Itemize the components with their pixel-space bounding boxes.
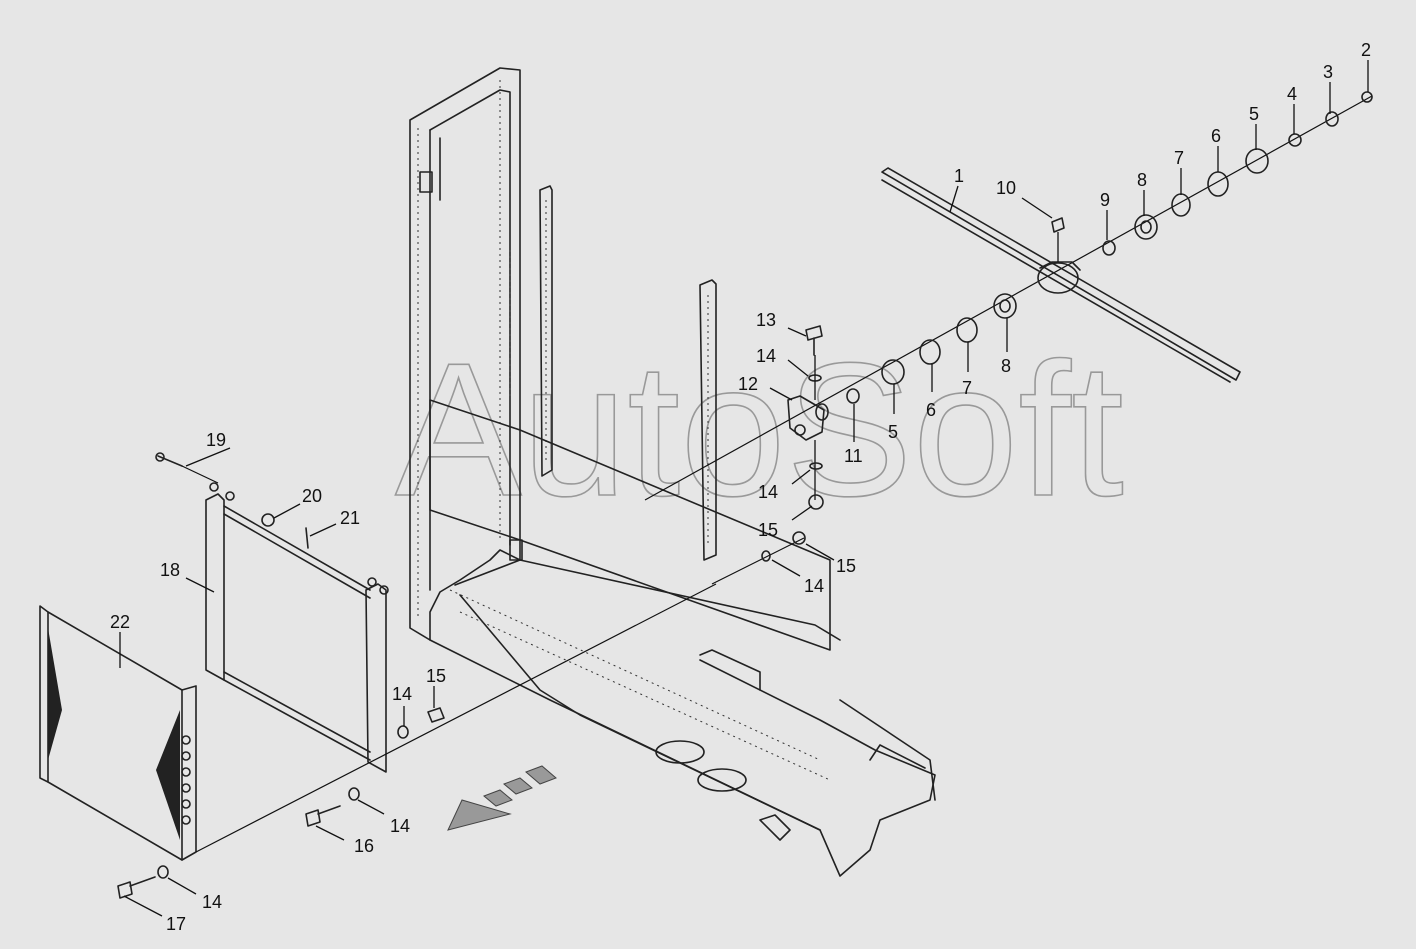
frame-part-18 xyxy=(205,482,389,773)
callout-label: 14 xyxy=(202,892,222,912)
callout-label: 9 xyxy=(1100,190,1110,210)
callout-label: 11 xyxy=(844,446,863,466)
callout-label: 4 xyxy=(1287,84,1297,104)
bolt-part-13 xyxy=(805,325,823,400)
inner-posts xyxy=(539,185,717,561)
callout-label: 7 xyxy=(1174,148,1184,168)
callout-label: 17 xyxy=(166,914,186,934)
callout-label: 6 xyxy=(1211,126,1221,146)
frame-column xyxy=(409,67,523,641)
pin-part-21 xyxy=(305,527,309,549)
callout-label: 3 xyxy=(1323,62,1333,82)
radiator-fin-shading-right xyxy=(156,710,180,840)
shaft-part-1 xyxy=(881,167,1241,383)
radiator-mount-line xyxy=(195,583,717,853)
callout-label: 15 xyxy=(836,556,856,576)
washer-part-20 xyxy=(261,513,275,527)
callout-label: 14 xyxy=(756,346,776,366)
bracket-part-12 xyxy=(787,395,829,441)
callout-label: 5 xyxy=(888,422,898,442)
callout-label: 21 xyxy=(340,508,360,528)
callout-label: 16 xyxy=(354,836,374,856)
callout-label: 14 xyxy=(758,482,778,502)
grease-fitting-part-10 xyxy=(1051,217,1065,262)
pin-part-19 xyxy=(155,452,219,484)
callout-label: 13 xyxy=(756,310,776,330)
callout-label: 1 xyxy=(954,166,964,186)
callout-label: 6 xyxy=(926,400,936,420)
callout-label: 14 xyxy=(804,576,824,596)
radiator-fin-shading-left xyxy=(48,628,62,760)
radiator-part-22 xyxy=(39,605,197,861)
callout-label: 15 xyxy=(426,666,446,686)
callout-label: 19 xyxy=(206,430,226,450)
callout-label: 5 xyxy=(1249,104,1259,124)
watermark-text: AutoSoft xyxy=(395,324,1124,536)
callout-labels: 1 2 3 4 5 6 7 8 9 10 8 7 6 5 11 12 13 14… xyxy=(110,40,1371,934)
callout-label: 14 xyxy=(392,684,412,704)
callout-label: 15 xyxy=(758,520,778,540)
direction-arrow-icon xyxy=(447,765,557,831)
callout-label: 2 xyxy=(1361,40,1371,60)
callout-label: 10 xyxy=(996,178,1016,198)
callout-label: 8 xyxy=(1001,356,1011,376)
frame-base xyxy=(429,399,936,877)
leader-lines xyxy=(119,60,1369,917)
assembly-axis xyxy=(644,95,1373,501)
callout-label: 18 xyxy=(160,560,180,580)
fasteners-below-bracket xyxy=(711,440,824,585)
callout-label: 8 xyxy=(1137,170,1147,190)
callout-label: 20 xyxy=(302,486,322,506)
callout-label: 7 xyxy=(962,378,972,398)
fasteners-lower xyxy=(117,707,445,899)
callout-label: 12 xyxy=(738,374,758,394)
callout-label: 22 xyxy=(110,612,130,632)
callout-label: 14 xyxy=(390,816,410,836)
